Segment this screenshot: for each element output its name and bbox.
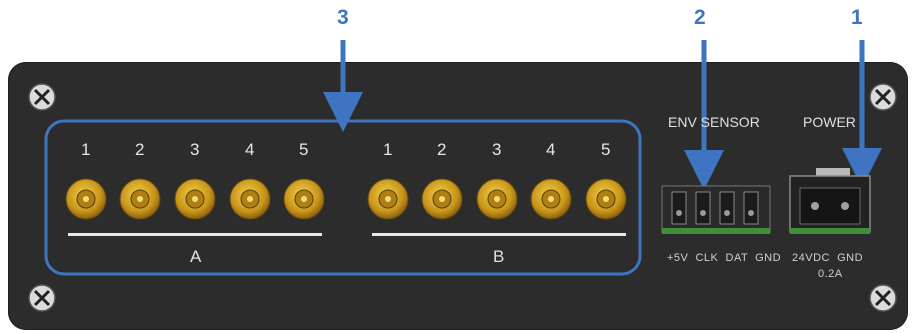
port-label-a2: 2 [135,140,145,159]
port-label-b4: 4 [546,140,556,159]
port-label-b5: 5 [601,140,611,159]
group-a-bar [68,233,322,236]
callout-3: 3 [337,6,349,29]
power-pins: 24VDC GND [792,252,864,264]
port-label-a5: 5 [299,140,309,159]
power-connector [789,168,871,234]
env-sensor-connector [661,185,771,234]
env-sensor-title: ENV SENSOR [668,114,760,130]
env-sensor-pins: +5V CLK DAT GND [667,252,782,264]
group-a-label: A [190,247,202,266]
group-b-bar [372,233,626,236]
screw-icon [869,83,897,111]
screw-icon [28,83,56,111]
power-rating: 0.2A [818,268,843,280]
port-label-a4: 4 [245,140,255,159]
screw-icon [869,284,897,312]
screw-icon [28,284,56,312]
port-label-a1: 1 [81,140,91,159]
port-label-a3: 3 [190,140,200,159]
port-label-b2: 2 [437,140,447,159]
callout-2: 2 [694,6,706,29]
port-label-b3: 3 [492,140,502,159]
sma-connectors-b [367,178,627,220]
group-b-label: B [493,247,505,266]
port-label-b1: 1 [383,140,393,159]
sma-connectors-a [65,178,325,220]
callout-1: 1 [851,6,863,29]
power-title: POWER [803,114,856,130]
